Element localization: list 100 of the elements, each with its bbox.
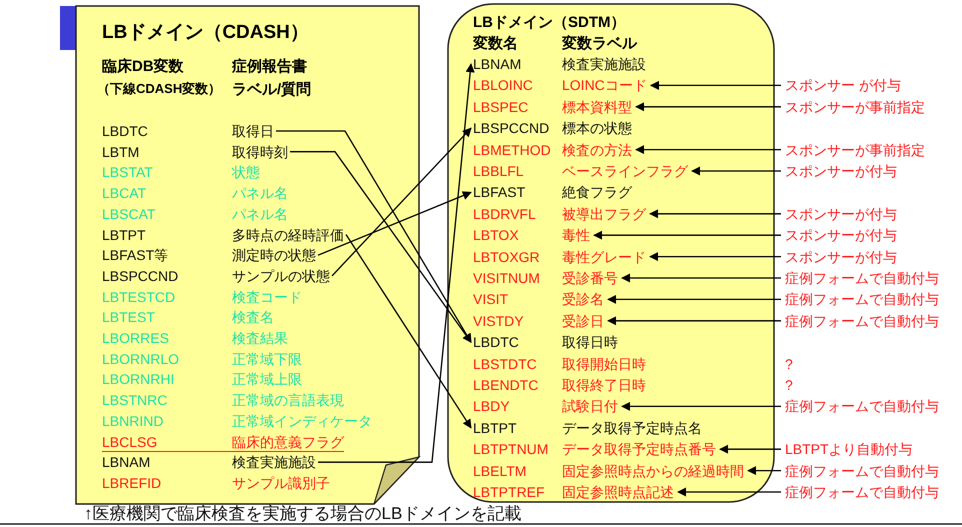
column-header: 変数名: [473, 34, 518, 53]
arrow: [719, 444, 781, 454]
arrow: [593, 230, 781, 240]
variable-label: 臨床的意義フラグ: [232, 432, 344, 450]
arrow: [607, 316, 781, 326]
variable-label: 検査結果: [232, 329, 288, 347]
annotation-text: 症例フォームで自動付与: [785, 290, 939, 308]
variable-name: LBCAT: [102, 184, 148, 202]
variable-name: LBSTNRC: [102, 391, 168, 410]
variable-name: LBELTM: [473, 462, 528, 480]
variable-label: 正常域下限: [232, 350, 302, 368]
annotation-text: 症例フォームで自動付与: [785, 462, 939, 480]
arrow: [677, 487, 781, 497]
variable-label: 毒性: [562, 226, 590, 244]
variable-name: LBTOX: [473, 226, 520, 244]
annotation-text: スポンサーが付与: [785, 204, 897, 223]
variable-name: LBLOINC: [473, 76, 534, 94]
annotation-text: 症例フォームで自動付与: [785, 269, 939, 287]
column-header: 症例報告書: [232, 57, 307, 76]
arrow: [621, 273, 781, 283]
annotation-text: スポンサーが付与: [785, 248, 897, 266]
variable-name: LBSTDTC: [473, 354, 538, 373]
variable-name: LBORRES: [102, 329, 170, 347]
variable-label: 検査の方法: [562, 140, 632, 159]
variable-label: 検査実施施設: [232, 453, 316, 472]
variable-label: 試験日付: [562, 397, 618, 416]
variable-name: LBTPT: [473, 418, 518, 437]
variable-name: LBFAST: [473, 183, 526, 202]
annotation-text: スポンサー が付与: [785, 76, 901, 94]
arrow: [318, 191, 472, 256]
variable-name: LBDY: [473, 397, 511, 416]
variable-name: VISTDY: [473, 312, 525, 330]
variable-name: LBORNRHI: [102, 370, 176, 388]
arrow: [747, 466, 781, 476]
variable-label: 正常域の言語表現: [232, 391, 344, 410]
variable-label: 取得時刻: [232, 142, 288, 161]
panel-title: LBドメイン（CDASH）: [102, 21, 309, 45]
question-mark-note: ?: [785, 354, 793, 373]
variable-name: LBBLFL: [473, 162, 525, 180]
arrow: [345, 234, 472, 429]
annotation-text: 症例フォームで自動付与: [785, 483, 939, 501]
variable-label: 多時点の経時評価: [232, 226, 344, 244]
column-header: ラベル/質問: [232, 80, 312, 99]
variable-name: LBNAM: [473, 55, 522, 73]
variable-name: VISITNUM: [473, 269, 541, 287]
annotation-text: スポンサーが付与: [785, 162, 897, 180]
variable-name: LBTOXGR: [473, 248, 541, 266]
question-mark-note: ?: [785, 376, 793, 394]
variable-label: 標本の状態: [562, 119, 632, 138]
variable-name: LBTPT: [102, 226, 147, 244]
variable-label: 取得開始日時: [562, 354, 646, 373]
variable-label: 取得終了日時: [562, 376, 646, 394]
column-header: 臨床DB変数: [102, 57, 184, 76]
variable-label: 絶食フラグ: [562, 183, 632, 202]
arrow: [290, 151, 472, 343]
variable-name: LBDTC: [102, 122, 149, 140]
variable-name: LBTESTCD: [102, 288, 176, 306]
variable-label: ベースラインフラグ: [562, 162, 688, 180]
arrow: [332, 128, 472, 276]
variable-name: LBSPCCND: [473, 119, 550, 138]
variable-name: LBDRVFL: [473, 204, 537, 223]
arrow: [649, 252, 781, 262]
variable-name: LBNRIND: [102, 412, 164, 430]
variable-name: LBDTC: [473, 333, 520, 352]
variable-label: LOINCコード: [562, 76, 647, 94]
variable-name: LBMETHOD: [473, 140, 552, 159]
variable-label: パネル名: [232, 184, 288, 202]
variable-name: LBSPEC: [473, 98, 530, 116]
variable-label: 固定参照時点記述: [562, 483, 674, 501]
variable-label: 測定時の状態: [232, 246, 316, 264]
variable-label: データ取得予定時点番号: [562, 440, 716, 458]
variable-label: 取得日: [232, 122, 274, 140]
arrow: [318, 63, 475, 463]
arrow: [650, 80, 781, 90]
variable-label: 受診日: [562, 312, 604, 330]
variable-label: 正常域上限: [232, 370, 302, 388]
arrow: [607, 294, 781, 304]
variable-label: 検査実施施設: [562, 55, 646, 73]
variable-label: 状態: [232, 163, 260, 182]
variable-name: VISIT: [473, 290, 510, 308]
annotation-text: スポンサーが事前指定: [785, 140, 925, 159]
arrow: [635, 102, 781, 112]
arrow: [276, 130, 472, 343]
variable-name: LBTPTREF: [473, 483, 546, 501]
variable-name: LBTPTNUM: [473, 440, 550, 458]
annotation-text: スポンサーが事前指定: [785, 98, 925, 116]
variable-label: サンプル識別子: [232, 474, 330, 492]
annotation-text: 症例フォームで自動付与: [785, 397, 939, 416]
variable-label: 被導出フラグ: [562, 204, 646, 223]
variable-label: 取得日時: [562, 333, 618, 352]
variable-label: 受診番号: [562, 269, 618, 287]
variable-name: LBORNRLO: [102, 350, 180, 368]
variable-name: LBTEST: [102, 308, 156, 326]
variable-label: 検査コード: [232, 288, 302, 306]
variable-name: LBSPCCND: [102, 266, 180, 285]
variable-name: LBFAST等: [102, 246, 170, 264]
caption: ↑医療機関で臨床検査を実施する場合のLBドメインを記載: [84, 503, 522, 525]
panel-title: LBドメイン（SDTM）: [473, 13, 626, 32]
variable-label: データ取得予定時点名: [562, 418, 702, 437]
variable-name: LBREFID: [102, 474, 162, 492]
